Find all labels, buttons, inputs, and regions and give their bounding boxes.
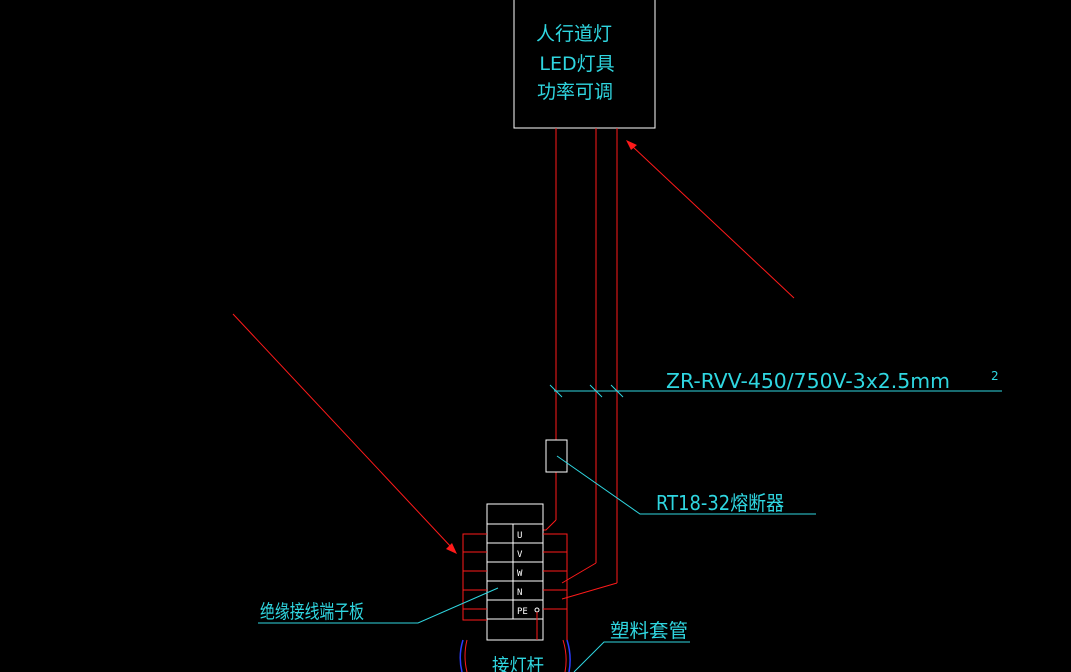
conduit-leader — [573, 641, 690, 672]
cable-spec-superscript: 2 — [991, 369, 999, 383]
conduit-right-blue — [566, 639, 571, 672]
leader-arrow-left — [232, 313, 453, 549]
arrowhead-left — [446, 543, 457, 554]
fuse-label: RT18-32熔断器 — [656, 491, 784, 515]
terminal-left-wires — [462, 533, 487, 621]
arrowhead-upper — [626, 140, 637, 150]
conduit-label: 塑料套管 — [610, 620, 688, 642]
terminal-board-leader — [258, 587, 499, 624]
conduit-left-blue — [459, 639, 464, 672]
wire-l-bend — [543, 519, 557, 531]
terminal-label-pe: PE — [517, 607, 528, 617]
terminal-right-wires — [543, 533, 568, 640]
terminal-label-u: U — [517, 531, 522, 541]
pole-label: 接灯杆 — [492, 655, 544, 672]
terminal-label-n: N — [517, 588, 522, 598]
terminal-label-v: V — [517, 550, 523, 560]
leader-arrow-upper — [631, 145, 795, 299]
lamp-fixture-box — [513, 0, 656, 129]
fuse-symbol — [545, 439, 568, 473]
conduit-right-red — [562, 639, 567, 672]
conduit-left-red — [464, 639, 468, 672]
fuse-leader — [556, 455, 816, 515]
terminal-board-outline — [486, 503, 544, 641]
wire-pe-bend — [561, 582, 618, 600]
cable-tick-3 — [610, 384, 624, 398]
cable-tick-1 — [549, 384, 563, 398]
terminal-board-label: 绝缘接线端子板 — [260, 601, 364, 623]
pe-ground-mark — [534, 607, 540, 613]
terminal-label-w: W — [517, 569, 523, 579]
lamp-box-line3: 功率可调 — [537, 81, 613, 103]
cable-spec-label: ZR-RVV-450/750V-3x2.5mm — [666, 369, 950, 393]
lamp-box-line1: 人行道灯 — [536, 23, 612, 45]
wire-n-bend — [561, 562, 597, 584]
lamp-box-line2: LED灯具 — [539, 53, 614, 75]
cable-tick-2 — [589, 384, 603, 398]
